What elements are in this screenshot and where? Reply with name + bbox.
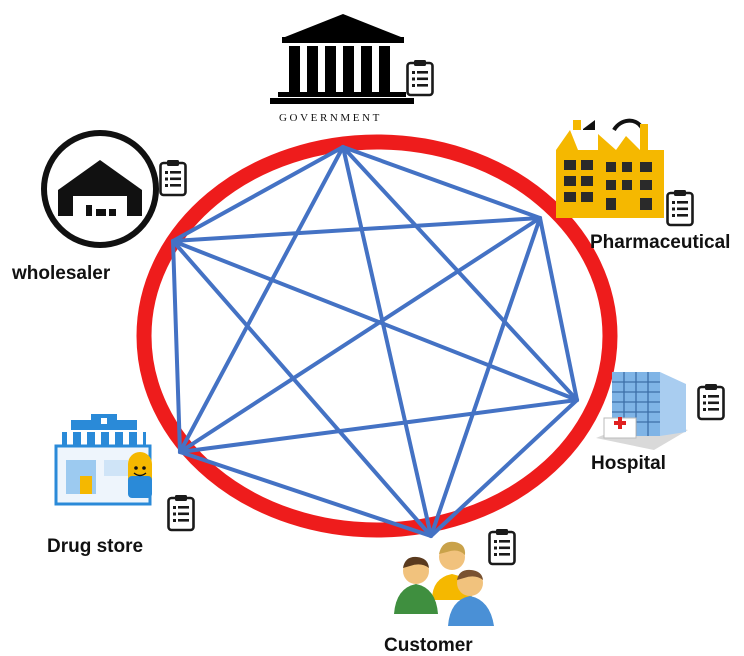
- wholesaler-label: wholesaler: [12, 263, 111, 284]
- factory-icon: [556, 118, 664, 218]
- link-pharmaceutical-wholesaler: [171, 216, 542, 243]
- pharmaceutical-clipboard-icon: [666, 188, 694, 227]
- drug-store-icon: [54, 414, 152, 506]
- hospital-clipboard-icon: [697, 382, 725, 421]
- wholesaler-clipboard-icon: [159, 158, 187, 197]
- network-links: [171, 145, 579, 538]
- link-government-customer: [341, 145, 433, 538]
- drug-store-label: Drug store: [47, 536, 144, 557]
- link-pharmaceutical-drug-store: [178, 216, 542, 454]
- customer-clipboard-icon: [488, 527, 516, 566]
- link-drug-store-wholesaler: [171, 239, 182, 454]
- link-government-wholesaler: [171, 145, 345, 243]
- government-building-icon: [270, 14, 414, 104]
- pharmaceutical-label: Pharmaceutical: [590, 232, 731, 253]
- link-government-pharmaceutical: [341, 145, 542, 220]
- government-clipboard-icon: [406, 58, 434, 97]
- link-pharmaceutical-hospital: [538, 216, 579, 402]
- government-label: GOVERNMENT: [279, 112, 382, 124]
- link-customer-drug-store: [178, 450, 433, 538]
- hospital-label: Hospital: [591, 453, 666, 474]
- customer-label: Customer: [384, 635, 473, 656]
- hospital-icon: [596, 372, 688, 450]
- drug-store-clipboard-icon: [167, 493, 195, 532]
- link-government-hospital: [341, 145, 579, 402]
- warehouse-icon: [41, 130, 159, 248]
- link-customer-wholesaler: [171, 239, 433, 538]
- network-ring: [136, 134, 618, 538]
- customer-group-icon: [394, 541, 494, 626]
- link-pharmaceutical-customer: [429, 216, 542, 538]
- link-government-drug-store: [178, 145, 345, 454]
- link-hospital-drug-store: [178, 398, 579, 454]
- link-hospital-customer: [429, 398, 579, 538]
- link-hospital-wholesaler: [171, 239, 579, 402]
